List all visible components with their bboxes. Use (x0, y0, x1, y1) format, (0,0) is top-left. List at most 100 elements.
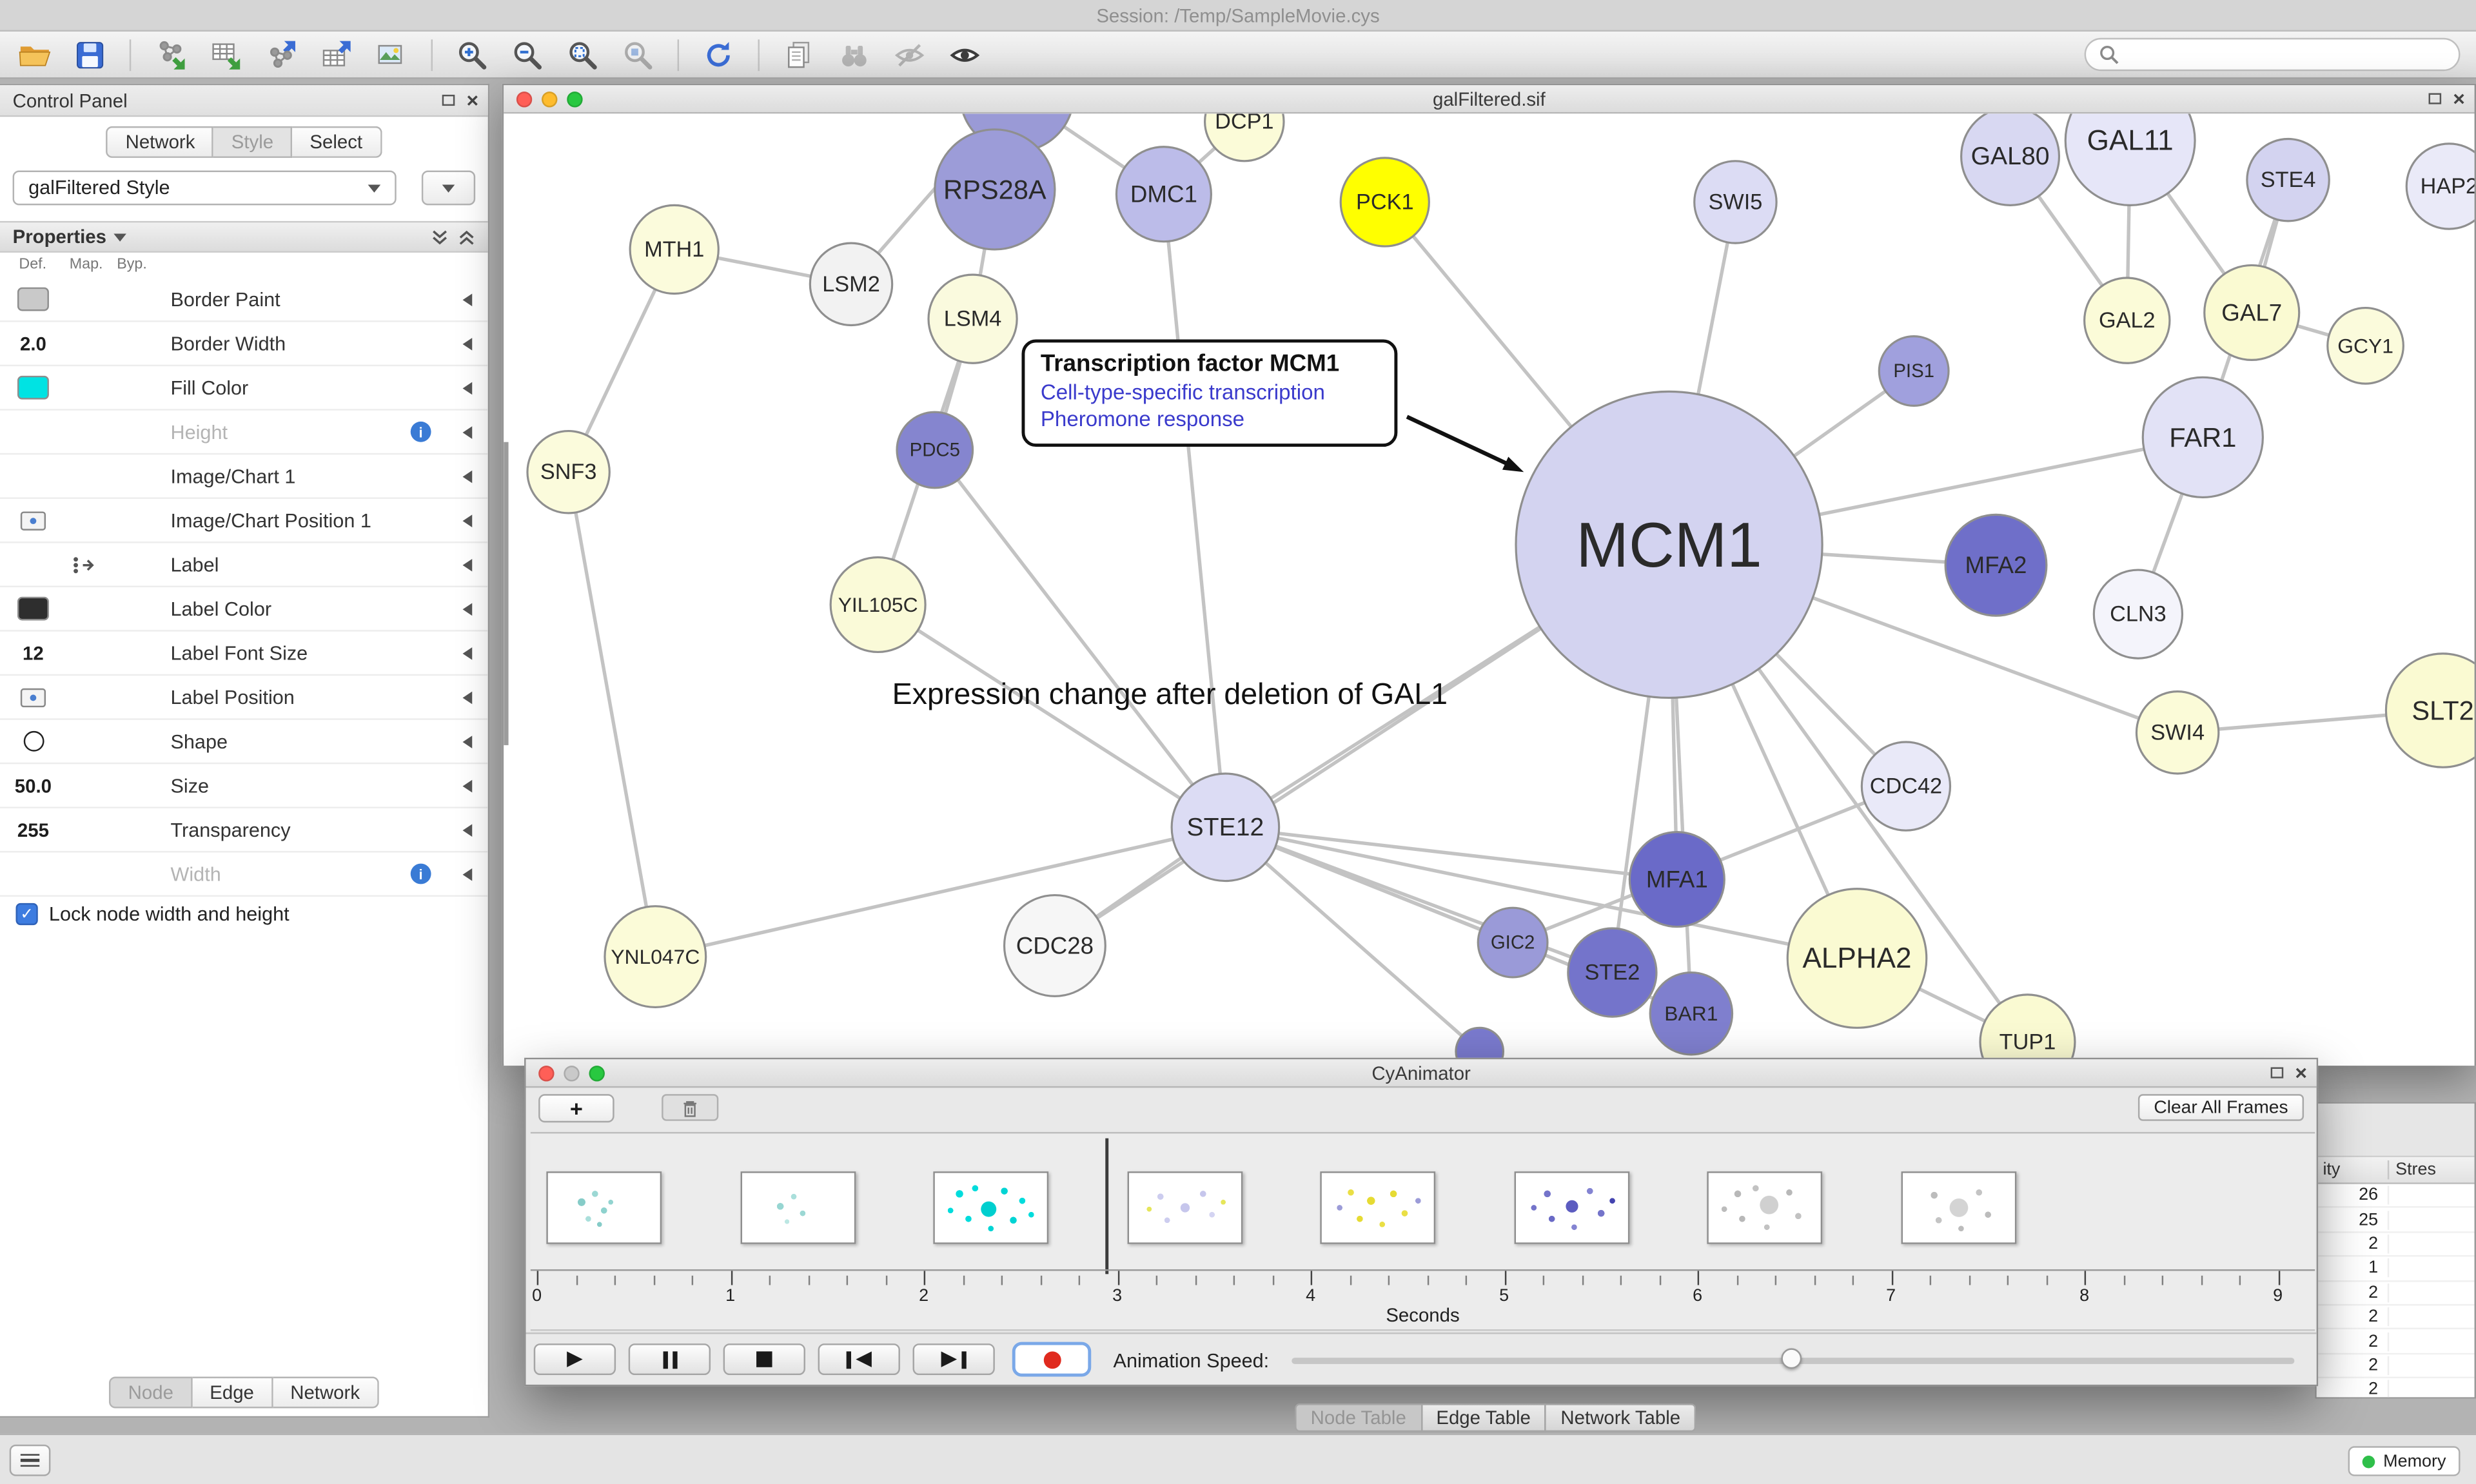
node-swi4[interactable]: SWI4 (2135, 690, 2220, 775)
expand-arrow-icon[interactable] (462, 690, 473, 704)
minimize-window-icon[interactable] (564, 1064, 580, 1081)
tab-network[interactable]: Network (106, 126, 214, 158)
tab-node-table[interactable]: Node Table (1295, 1403, 1422, 1432)
delete-frame-button[interactable] (662, 1094, 719, 1121)
edge-snf3-ynl047c[interactable] (566, 471, 657, 957)
node-mth1[interactable]: MTH1 (629, 204, 720, 295)
zoom-out-button[interactable] (506, 34, 550, 75)
annotation-link-1[interactable]: Cell-type-specific transcription (1040, 380, 1325, 404)
zoom-in-button[interactable] (450, 34, 495, 75)
table-row[interactable]: 2 (2316, 1233, 2475, 1257)
node-snf3[interactable]: SNF3 (526, 429, 611, 514)
export-image-button[interactable] (369, 34, 414, 75)
close-panel-icon[interactable]: × (466, 88, 479, 112)
tab-edge-table[interactable]: Edge Table (1422, 1403, 1547, 1432)
table-row[interactable]: 2 (2316, 1305, 2475, 1330)
close-window-icon[interactable] (538, 1064, 555, 1081)
attr-tab-node[interactable]: Node (109, 1376, 193, 1409)
node-gic2[interactable]: GIC2 (1477, 906, 1549, 979)
expand-arrow-icon[interactable] (462, 602, 473, 615)
property-image-chart-position-1[interactable]: Image/Chart Position 1 (0, 499, 488, 543)
property-fill-color[interactable]: Fill Color (0, 366, 488, 411)
node-slt2[interactable]: SLT2 (2384, 652, 2475, 768)
frame-thumbnail-2[interactable] (740, 1171, 856, 1244)
node-ynl047c[interactable]: YNL047C (604, 905, 707, 1009)
node-pis1[interactable]: PIS1 (1878, 335, 1950, 407)
copy-button[interactable] (777, 34, 821, 75)
property-label-position[interactable]: Label Position (0, 676, 488, 720)
slider-thumb[interactable] (1781, 1348, 1802, 1369)
frame-thumbnail-1[interactable] (546, 1171, 662, 1244)
node-bar1[interactable]: BAR1 (1649, 971, 1734, 1056)
node-dcp1[interactable]: DCP1 (1203, 113, 1285, 162)
collapse-all-icon[interactable] (431, 228, 449, 246)
pause-button[interactable] (628, 1343, 711, 1376)
float-window-icon[interactable] (2429, 93, 2442, 104)
table-row[interactable]: 2 (2316, 1354, 2475, 1379)
network-graph[interactable]: RPS28BRPS28ADCP1DMC1PCK1SWI5GAL80GAL11ST… (504, 113, 2475, 1066)
node-cdc42[interactable]: CDC42 (1860, 741, 1952, 832)
property-image-chart-1[interactable]: Image/Chart 1 (0, 454, 488, 499)
edge-ste12-mfa1[interactable] (1225, 825, 1678, 881)
checkbox-checked-icon[interactable]: ✓ (15, 903, 38, 926)
cyanimator-titlebar[interactable]: CyAnimator × (526, 1059, 2317, 1088)
node-gal7[interactable]: GAL7 (2203, 264, 2301, 361)
import-network-button[interactable] (148, 34, 193, 75)
export-table-button[interactable] (314, 34, 359, 75)
frame-thumbnail-7[interactable] (1707, 1171, 1823, 1244)
refresh-view-button[interactable] (696, 34, 741, 75)
stop-button[interactable] (723, 1343, 805, 1376)
table-row[interactable]: 26 (2316, 1184, 2475, 1209)
table-row[interactable]: 25 (2316, 1208, 2475, 1233)
node-cdc28[interactable]: CDC28 (1003, 893, 1106, 997)
table-row[interactable]: 2 (2316, 1330, 2475, 1354)
node-mfa1[interactable]: MFA1 (1628, 831, 1725, 928)
edge-ste12-pnode[interactable] (1224, 826, 1481, 1053)
save-session-button[interactable] (68, 34, 112, 75)
expand-arrow-icon[interactable] (462, 425, 473, 438)
property-label-color[interactable]: Label Color (0, 587, 488, 632)
tab-style[interactable]: Style (213, 126, 293, 158)
table-row[interactable]: 2 (2317, 1378, 2475, 1398)
node-gcy1[interactable]: GCY1 (2326, 306, 2404, 385)
node-yil105c[interactable]: YIL105C (829, 556, 927, 654)
first-neighbors-button[interactable] (832, 34, 877, 75)
edge-ste12-alpha2[interactable] (1224, 825, 1858, 961)
annotation-link-2[interactable]: Pheromone response (1040, 407, 1245, 431)
zoom-fit-button[interactable] (560, 34, 605, 75)
zoom-window-icon[interactable] (567, 90, 583, 107)
minimize-window-icon[interactable] (542, 90, 558, 107)
playhead[interactable] (1105, 1138, 1108, 1274)
table-row[interactable]: 1 (2316, 1257, 2475, 1282)
expand-arrow-icon[interactable] (462, 735, 473, 748)
network-canvas[interactable]: RPS28BRPS28ADCP1DMC1PCK1SWI5GAL80GAL11ST… (504, 113, 2475, 1066)
expand-arrow-icon[interactable] (462, 779, 473, 792)
zoom-selected-button[interactable] (616, 34, 660, 75)
open-session-button[interactable] (13, 34, 57, 75)
properties-header[interactable]: Properties (0, 220, 488, 253)
node-ste4[interactable]: STE4 (2246, 137, 2330, 222)
node-pdc5[interactable]: PDC5 (896, 411, 974, 489)
frame-thumbnail-5[interactable] (1320, 1171, 1436, 1244)
expand-arrow-icon[interactable] (462, 867, 473, 881)
node-gal11[interactable]: GAL11 (2064, 113, 2196, 206)
expand-all-icon[interactable] (458, 228, 475, 246)
annotation-box[interactable]: Transcription factor MCM1 Cell-type-spec… (1021, 339, 1398, 447)
edge-pdc5-ste12[interactable] (933, 449, 1227, 828)
property-shape[interactable]: Shape (0, 720, 488, 765)
node-tup1[interactable]: TUP1 (1979, 993, 2076, 1066)
lock-size-option[interactable]: ✓ Lock node width and height (15, 903, 290, 926)
expand-arrow-icon[interactable] (462, 293, 473, 306)
frame-thumbnail-6[interactable] (1513, 1171, 1629, 1244)
frame-thumbnail-8[interactable] (1900, 1171, 2016, 1244)
network-window-titlebar[interactable]: galFiltered.sif × (504, 85, 2475, 114)
style-selector[interactable]: galFiltered Style (12, 170, 397, 206)
expand-arrow-icon[interactable] (462, 337, 473, 350)
float-window-icon[interactable] (2271, 1067, 2284, 1079)
tab-network-table[interactable]: Network Table (1546, 1403, 1696, 1432)
